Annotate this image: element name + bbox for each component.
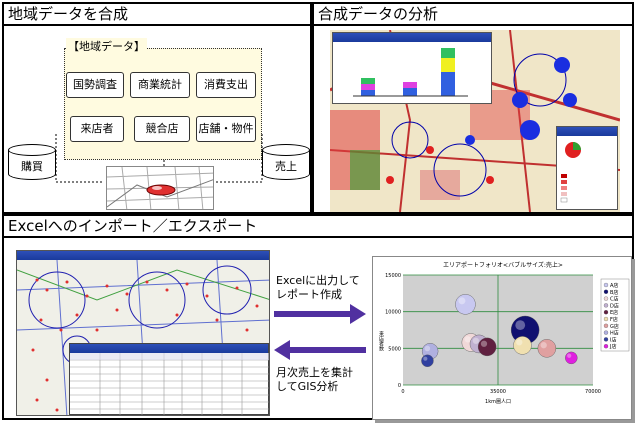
bubble-point (455, 294, 476, 315)
source-census: 国勢調査 (66, 72, 124, 98)
bubble-point (565, 351, 578, 365)
excel-panel-title: Excelへのインポート／エクスポート (4, 216, 632, 238)
bubble-highlight (480, 340, 488, 347)
analysis-panel-title: 合成データの分析 (314, 4, 632, 26)
source-commerce-stats: 商業統計 (130, 72, 190, 98)
gis-window (16, 250, 270, 416)
legend-entry: B店 (610, 289, 618, 296)
legend-entry: C店 (610, 296, 619, 303)
import-label-line1: 月次売上を集計 (276, 366, 353, 379)
gis-window-titlebar (17, 251, 269, 260)
analysis-map (330, 30, 620, 212)
compose-panel-title: 地域データを合成 (4, 4, 310, 26)
bubble-chart-frame: エリアポートフォリオ<バブルサイズ:売上> 15000 10000 5000 0 0 3… (372, 256, 632, 420)
import-label: 月次売上を集計 してGIS分析 (276, 366, 353, 394)
table-window (69, 343, 269, 415)
bubble-highlight (516, 339, 523, 346)
compose-panel: 地域データを合成 【地域データ】 国勢調査 商業統計 消費支出 来店者 競合店 … (2, 2, 312, 214)
bubble-highlight (458, 297, 466, 305)
bubble-highlight (472, 337, 479, 344)
bubble-highlight (515, 320, 526, 330)
y-tick-label: 0 (398, 383, 401, 389)
legend-entry: G店 (610, 323, 619, 330)
legend-marker (603, 337, 609, 342)
x-axis-label: 1km圏人口 (485, 399, 511, 405)
bubble-point (477, 337, 497, 357)
legend-entry: J店 (609, 343, 616, 350)
legend-marker (603, 344, 609, 349)
x-tick-label: 70000 (585, 389, 601, 395)
sales-db-icon: 売上 (262, 144, 310, 182)
bubble-chart: エリアポートフォリオ<バブルサイズ:売上> 15000 10000 5000 0 0 3… (378, 261, 630, 405)
y-tick-label: 15000 (385, 273, 401, 279)
legend-entry: A店 (610, 282, 618, 289)
import-arrow-icon (274, 340, 290, 360)
legend-window-titlebar (557, 127, 617, 136)
bubble-highlight (540, 342, 547, 349)
source-consumer-spending: 消費支出 (196, 72, 256, 98)
export-label-line1: Excelに出力して (276, 274, 360, 287)
chart-title: エリアポートフォリオ<バブルサイズ:売上> (443, 261, 563, 269)
source-stores-properties: 店舗・物件 (196, 116, 256, 142)
regional-data-label: 【地域データ】 (66, 38, 147, 54)
bubble-highlight (567, 353, 572, 358)
bar-chart-window-titlebar (333, 33, 491, 42)
source-visitors: 来店者 (70, 116, 124, 142)
legend-marker (603, 296, 609, 301)
data-table-grid (70, 353, 269, 415)
x-tick-label: 0 (401, 389, 404, 395)
y-axis-label: 来店者数 (378, 331, 384, 352)
import-label-line2: してGIS分析 (276, 380, 339, 393)
legend-marker (603, 303, 609, 308)
bubble-point (537, 339, 557, 358)
legend-entry: E店 (610, 309, 618, 316)
export-arrow-icon (350, 304, 366, 324)
bar-chart-window (332, 32, 492, 104)
legend-entry: D店 (610, 302, 619, 309)
legend-entry: H店 (610, 330, 619, 337)
bubble-point (513, 336, 532, 355)
x-tick-label: 35000 (490, 389, 506, 395)
legend-marker (603, 330, 609, 335)
legend-entry: F店 (610, 316, 618, 323)
legend-window (556, 126, 618, 210)
export-label: Excelに出力して レポート作成 (276, 274, 360, 302)
bubble-highlight (424, 345, 431, 352)
bubble-highlight (423, 356, 428, 361)
table-window-titlebar (70, 344, 268, 353)
source-competitors: 競合店 (134, 116, 190, 142)
legend-marker (603, 323, 609, 328)
excel-panel: Excelへのインポート／エクスポート (2, 214, 634, 420)
y-tick-label: 10000 (385, 310, 401, 316)
purchase-db-icon: 購買 (8, 144, 56, 182)
composite-map-image (106, 166, 214, 210)
legend-marker (603, 282, 609, 288)
arrows (274, 304, 366, 360)
legend-entry: I店 (610, 336, 616, 343)
legend-marker (603, 316, 609, 322)
legend-marker (603, 310, 609, 315)
y-tick-label: 5000 (388, 346, 401, 352)
legend-marker (603, 289, 609, 294)
bubble-point (421, 354, 434, 368)
bubble-highlight (464, 336, 471, 343)
analysis-panel: 合成データの分析 (312, 2, 634, 214)
export-label-line2: レポート作成 (276, 288, 342, 301)
sales-db-label: 売上 (275, 160, 297, 173)
purchase-db-label: 購買 (21, 160, 43, 173)
